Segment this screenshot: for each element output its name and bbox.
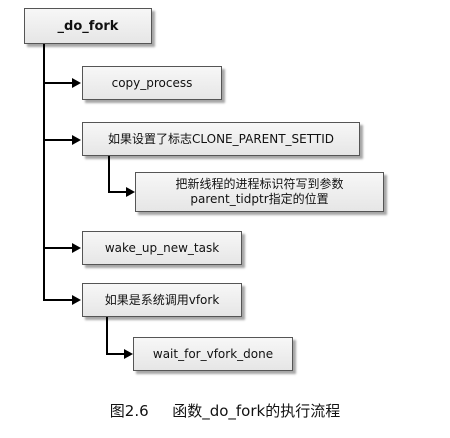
node-wake-up-new-task-label: wake_up_new_task [104,240,220,255]
node-copy-process-label: copy_process [111,75,193,90]
connector-if-vfork [43,299,73,301]
figure-title: 函数_do_fork的执行流程 [172,402,341,420]
connector-write-tid [108,191,127,193]
connector-wait-for-vfork-done [106,353,125,355]
node-clone-parent-settid-label: 如果设置了标志CLONE_PARENT_SETTID [108,131,334,146]
node-write-tid: 把新线程的进程标识符写到参数 parent_tidptr指定的位置 [135,172,384,212]
figure-caption: 图2.6 函数_do_fork的执行流程 [0,400,450,421]
node-copy-process: copy_process [82,66,222,100]
figure-number: 图2.6 [109,402,149,420]
root-node-do-fork: _do_fork [24,8,152,44]
sub-trunk-vfork [106,317,108,355]
arrowhead-clone-parent-settid [72,135,81,145]
connector-copy-process [43,82,73,84]
arrowhead-wake-up-new-task [72,243,81,253]
connector-clone-parent-settid [43,139,73,141]
node-if-vfork: 如果是系统调用vfork [82,283,242,317]
sub-trunk-clone [108,156,110,193]
node-write-tid-line1: 把新线程的进程标识符写到参数 [175,177,344,191]
node-clone-parent-settid: 如果设置了标志CLONE_PARENT_SETTID [82,122,360,156]
arrowhead-copy-process [72,78,81,88]
main-trunk-line [43,44,45,300]
node-write-tid-line2: parent_tidptr指定的位置 [190,192,329,206]
arrowhead-wait-for-vfork-done [124,349,133,359]
node-wait-for-vfork-done: wait_for_vfork_done [133,337,293,371]
root-node-label: _do_fork [57,18,119,34]
arrowhead-write-tid [126,187,135,197]
node-wait-for-vfork-done-label: wait_for_vfork_done [152,346,274,361]
arrowhead-if-vfork [72,295,81,305]
node-if-vfork-label: 如果是系统调用vfork [104,292,220,307]
connector-wake-up-new-task [43,247,73,249]
node-wake-up-new-task: wake_up_new_task [82,231,242,265]
